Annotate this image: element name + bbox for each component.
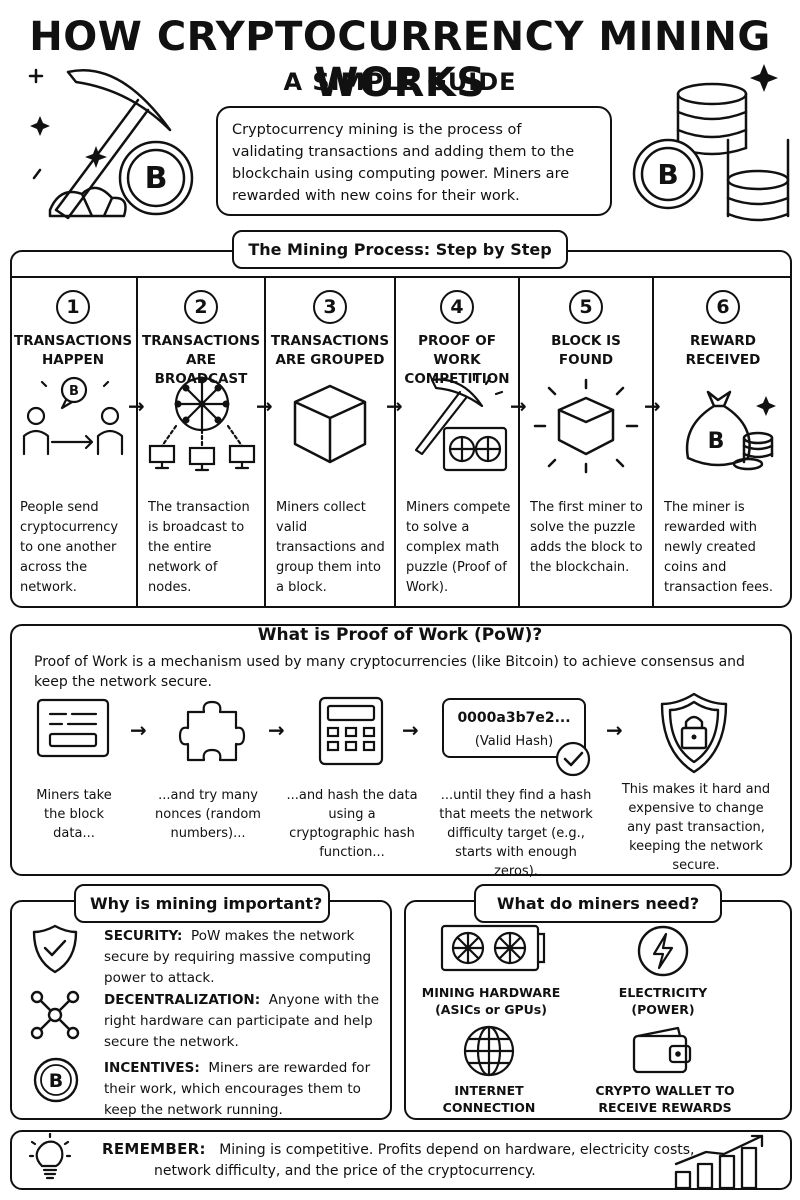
pow-arrow-icon: → [606,718,623,742]
needs-heading: What do miners need? [474,884,722,923]
page-title: HOW CRYPTOCURRENCY MINING WORKS [29,14,771,106]
step-description: Miners collect valid transactions and gr… [276,500,385,595]
shield-check-icon [32,924,78,974]
pow-arrow-icon: → [130,718,147,742]
remember-label: REMEMBER: [102,1140,206,1158]
shield-lock-icon [660,692,728,774]
pow-arrow-icon: → [268,718,285,742]
step-5: 5 BLOCK IS FOUND The first miner to solv… [518,276,652,608]
globe-icon [463,1025,515,1077]
checkmark-icon [555,741,591,777]
steps-grid: 1 TRANSACTIONS HAPPEN B People send cryp… [10,276,792,608]
bitcoin-symbol: B [708,429,725,454]
step-4: 4 PROOF OF WORK COMPETITION Miners compe… [394,276,518,608]
pow-caption: ...until they find a hash that meets the… [439,788,593,879]
step-title: BLOCK IS FOUND [551,333,621,368]
coin-stacks-icon: B [632,64,790,222]
remember-text: Mining is competitive. Profits depend on… [219,1142,695,1158]
step-3: 3 TRANSACTIONS ARE GROUPED Miners collec… [264,276,394,608]
need-item-internet: INTERNET CONNECTION [442,1083,536,1115]
puzzle-icon [178,700,246,762]
need-item-wallet: CRYPTO WALLET TO RECEIVE REWARDS [595,1083,735,1115]
need-item-electricity: ELECTRICITY (POWER) [618,985,708,1017]
step-description: The miner is rewarded with newly created… [664,500,774,595]
why-item-label: INCENTIVES: [104,1060,200,1076]
step-description: Miners compete to solve a complex math p… [406,500,511,595]
growth-chart-icon [674,1134,764,1190]
hash-label: (Valid Hash) [474,734,554,749]
step-2: 2 TRANSACTIONS ARE BROADCAST The transac… [136,276,264,608]
why-heading: Why is mining important? [74,884,330,923]
lightbulb-icon [28,1132,72,1180]
why-item-text: Anyone with the right hardware can parti… [104,992,380,1050]
step-number: 2 [184,290,218,324]
pow-intro: Proof of Work is a mechanism used by man… [34,654,745,690]
page-subtitle: A SIMPLE GUIDE [283,68,517,96]
calculator-icon [318,696,384,766]
need-item-hardware: MINING HARDWARE (ASICs or GPUs) [421,985,561,1017]
pow-heading: What is Proof of Work (PoW)? [257,625,543,645]
gpu-icon [440,924,546,972]
why-item-text: Miners are rewarded for their work, whic… [104,1060,371,1118]
pow-arrow-icon: → [402,718,419,742]
pow-caption: ...and hash the data using a cryptograph… [286,788,418,860]
bitcoin-symbol: B [49,1070,63,1092]
intro-text: Cryptocurrency mining is the process of … [216,106,612,216]
people-exchange-icon: B [22,376,124,456]
step-number: 5 [569,290,603,324]
why-item-decentralization: DECENTRALIZATION: Anyone with the right … [104,990,380,1053]
bitcoin-coin-icon: B [33,1057,79,1103]
hash-value: 0000a3b7e2... [457,710,571,726]
step-description: People send cryptocurrency to one anothe… [20,500,119,595]
why-item-label: DECENTRALIZATION: [104,992,261,1008]
mining-process-heading: The Mining Process: Step by Step [232,230,568,269]
step-description: The transaction is broadcast to the enti… [148,500,250,595]
bitcoin-symbol: B [69,384,79,399]
valid-hash-icon: 0000a3b7e2... (Valid Hash) [442,698,586,758]
bitcoin-symbol: B [145,161,168,196]
step-title: TRANSACTIONS HAPPEN [14,333,133,368]
pow-caption: This makes it hard and expensive to chan… [621,782,771,873]
steps-row [10,276,792,608]
nodes-icon [30,990,80,1040]
pickaxe-gpu-icon [414,372,508,472]
pow-caption: Miners take the block data... [36,788,112,841]
step-number: 3 [313,290,347,324]
glowing-cube-icon [533,378,639,474]
why-item-text: PoW makes the network secure by requirin… [104,928,372,986]
pow-section [10,624,792,876]
remember-box [10,1130,792,1190]
lightning-icon [637,925,689,977]
bitcoin-symbol: B [657,158,678,191]
step-number: 4 [440,290,474,324]
wallet-icon [632,1026,692,1074]
step-title: REWARD RECEIVED [685,333,761,368]
pickaxe-bitcoin-icon: B [28,68,194,220]
block-data-icon [36,698,110,758]
remember-line-2: network difficulty, and the price of the… [154,1163,536,1179]
step-number: 1 [56,290,90,324]
step-description: The first miner to solve the puzzle adds… [530,500,643,575]
network-globe-icon [148,376,256,472]
remember-line-1: REMEMBER: Mining is competitive. Profits… [102,1138,722,1161]
step-6: 6 REWARD RECEIVED B The miner is rewarde… [652,276,792,608]
cube-icon [293,384,367,464]
step-number: 6 [706,290,740,324]
pow-caption: ...and try many nonces (random numbers).… [155,788,261,841]
why-item-incentives: INCENTIVES: Miners are rewarded for thei… [104,1058,380,1121]
why-item-label: SECURITY: [104,928,183,944]
why-item-security: SECURITY: PoW makes the network secure b… [104,926,380,989]
step-title: PROOF OF WORK COMPETITION [404,333,510,387]
step-title: TRANSACTIONS ARE GROUPED [270,333,390,368]
step-1: 1 TRANSACTIONS HAPPEN B People send cryp… [10,276,136,608]
money-bag-icon: B [685,390,776,471]
